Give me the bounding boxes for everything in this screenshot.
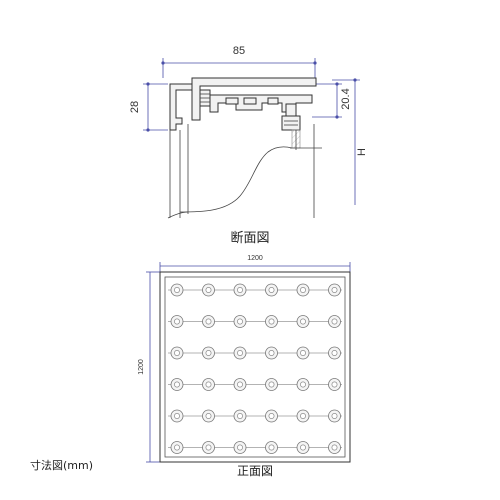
stud-icon <box>296 409 310 423</box>
dim-total-label: H <box>356 148 368 156</box>
stud-icon <box>202 315 215 328</box>
stud-icon <box>328 441 341 454</box>
stud-icon <box>170 346 184 360</box>
panel-frame-inner <box>164 276 346 458</box>
stud-icon <box>328 409 341 423</box>
stud-icon <box>296 441 310 454</box>
frame-profile <box>169 77 317 218</box>
stud-icon <box>170 441 184 454</box>
anchor-bolt-icon <box>281 103 301 131</box>
dim-front-width: 1200 <box>159 255 351 272</box>
dim-width-85: 85 <box>161 45 317 78</box>
stud-icon <box>233 441 247 454</box>
channel-rail <box>209 94 313 113</box>
stud-grid <box>168 283 342 454</box>
stud-icon <box>170 315 184 328</box>
stud-icon <box>202 378 215 391</box>
stud-icon <box>328 378 341 391</box>
stud-icon <box>265 315 278 328</box>
stud-icon <box>202 346 215 360</box>
stud-icon <box>265 283 278 297</box>
stud-icon <box>328 346 341 360</box>
stud-icon <box>233 378 247 391</box>
stud-icon <box>265 409 278 423</box>
stud-icon <box>233 283 247 297</box>
stud-icon <box>170 378 184 391</box>
stud-icon <box>233 315 247 328</box>
stud-icon <box>265 346 278 360</box>
stud-icon <box>265 441 278 454</box>
caption: 寸法図(mm) <box>30 458 93 472</box>
stud-icon <box>328 283 341 297</box>
stud-icon <box>233 346 247 360</box>
stud-icon <box>296 378 310 391</box>
dim-left-height-label: 28 <box>129 101 141 113</box>
front-view: 1200 1200 正面図 <box>138 255 351 478</box>
section-title: 断面図 <box>230 231 269 246</box>
stud-icon <box>202 283 215 297</box>
stud-icon <box>328 315 341 328</box>
dim-front-height: 1200 <box>138 271 160 463</box>
stud-icon <box>265 378 278 391</box>
support-body <box>167 124 322 219</box>
stud-icon <box>202 441 215 454</box>
stud-icon <box>170 283 184 297</box>
stud-icon <box>296 315 310 328</box>
dim-right-height-label: 20.4 <box>340 88 352 109</box>
front-width-label: 1200 <box>247 255 263 262</box>
dim-height-20-4: 20.4 <box>312 82 352 119</box>
section-view: 85 28 20.4 H <box>129 45 368 246</box>
bolt-icon <box>199 89 211 107</box>
dim-total-h: H <box>332 78 368 205</box>
stud-icon <box>296 346 310 360</box>
dim-width-label: 85 <box>233 45 245 57</box>
front-height-label: 1200 <box>138 359 145 375</box>
stud-icon <box>170 409 184 423</box>
stud-icon <box>296 283 310 297</box>
front-title: 正面図 <box>237 464 273 478</box>
dim-height-28: 28 <box>129 82 168 132</box>
stud-icon <box>233 409 247 423</box>
stud-icon <box>202 409 215 423</box>
